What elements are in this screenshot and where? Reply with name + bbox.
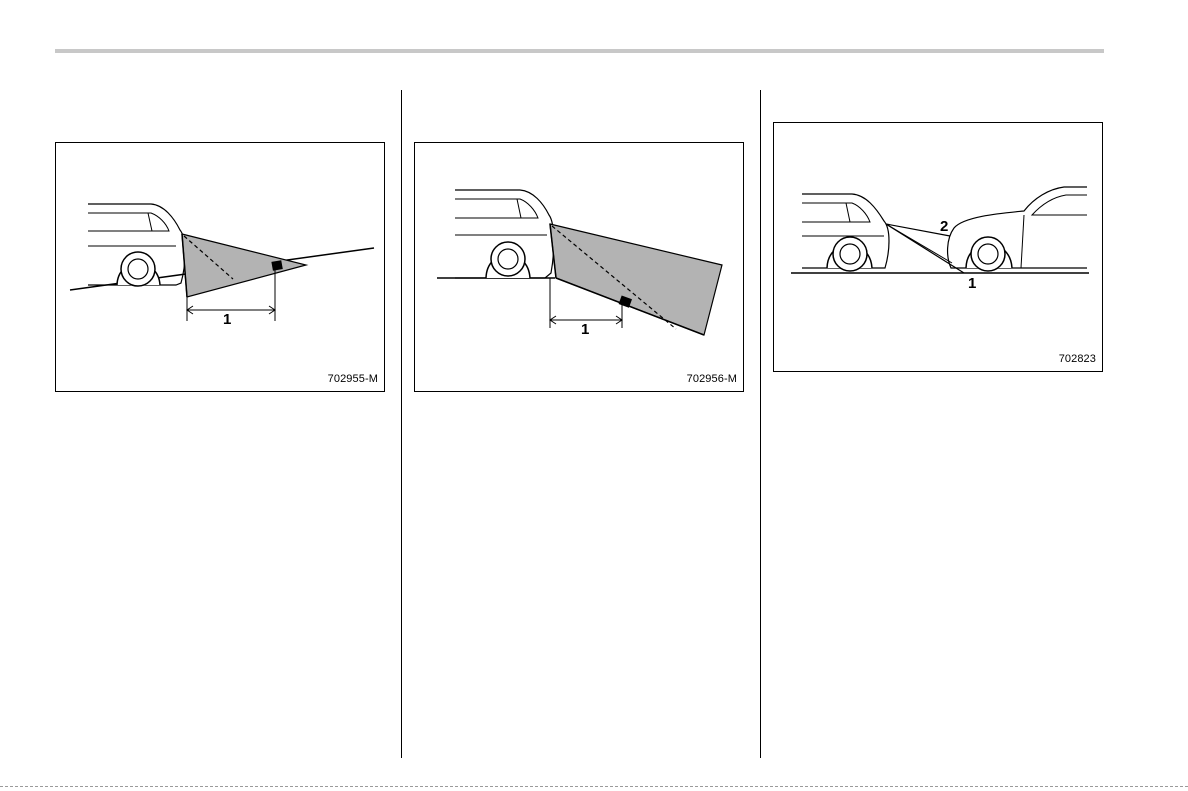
illustration-car-rear-sensor-flat <box>56 143 386 393</box>
callout-1: 1 <box>581 321 589 338</box>
callout-2: 2 <box>940 218 948 235</box>
column-divider-left <box>401 90 402 758</box>
callout-1: 1 <box>968 275 976 292</box>
figure-code: 702823 <box>1059 353 1096 365</box>
illustration-car-and-vehicle-behind <box>774 123 1104 373</box>
illustration-car-rear-sensor-slope <box>415 143 745 393</box>
figure-code: 702955-M <box>328 373 378 385</box>
footer-rule <box>0 786 1188 787</box>
column-divider-right <box>760 90 761 758</box>
header-rule <box>55 49 1104 53</box>
figure-sensor-two-cars: 2 1 702823 <box>773 122 1103 372</box>
callout-1: 1 <box>223 311 231 328</box>
figure-code: 702956-M <box>687 373 737 385</box>
figure-sensor-range-flat: 1 702955-M <box>55 142 385 392</box>
figure-sensor-range-slope: 1 702956-M <box>414 142 744 392</box>
